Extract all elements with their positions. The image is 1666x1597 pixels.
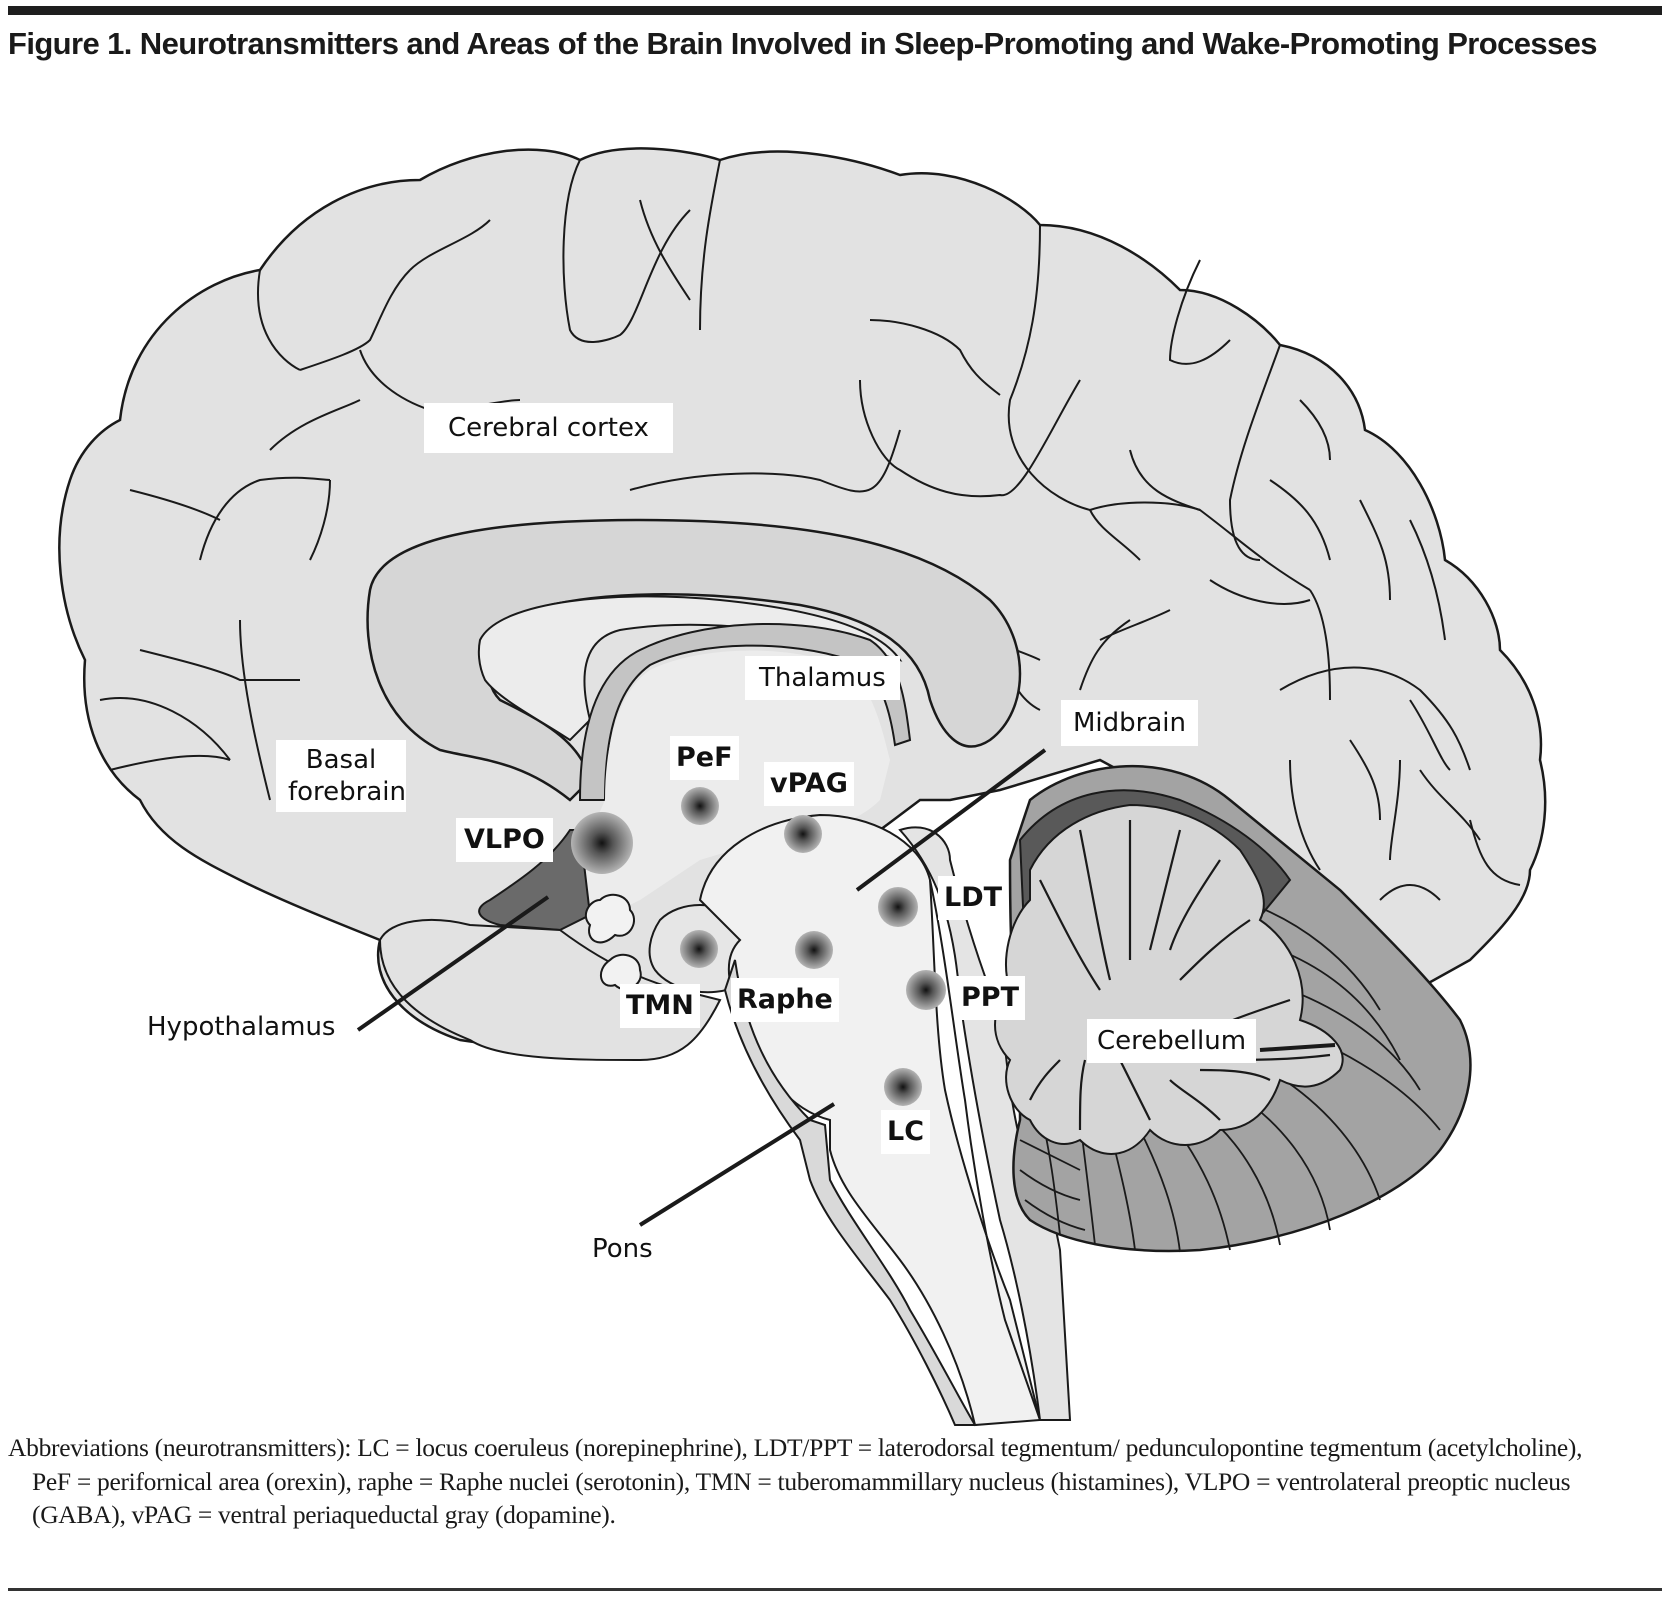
nucleus-dot-raphe	[795, 931, 833, 969]
sulci	[99, 159, 1521, 901]
nucleus-dot-lc	[884, 1068, 922, 1106]
label-lc: LC	[881, 1110, 931, 1154]
pointer-lines	[356, 748, 1336, 1227]
top-rule	[8, 6, 1662, 15]
hypothalamus-pointer	[356, 895, 550, 1032]
pons-pointer	[638, 1102, 836, 1227]
label-tmn: TMN	[620, 984, 700, 1028]
bottom-rule	[8, 1588, 1662, 1591]
label-pons: Pons	[592, 1234, 653, 1264]
label-cerebral-cortex: Cerebral cortex	[424, 403, 673, 453]
label-ppt: PPT	[955, 976, 1025, 1020]
arbor-vitae-branches	[1029, 819, 1331, 1131]
label-thalamus: Thalamus	[745, 656, 900, 700]
label-basal-forebrain-line2: forebrain	[288, 777, 407, 807]
nucleus-dot-pef	[681, 787, 719, 825]
label-midbrain: Midbrain	[1061, 700, 1198, 746]
fourth-ventricle-line	[929, 879, 1041, 1421]
label-pef: PeF	[670, 736, 739, 780]
abbreviations-footnote: Abbreviations (neurotransmitters): LC = …	[8, 1433, 1583, 1529]
nucleus-dot-vlpo	[571, 812, 633, 874]
label-basal-forebrain: Basal forebrain	[276, 740, 406, 812]
label-vpag: vPAG	[764, 762, 854, 806]
midbrain-pointer	[855, 748, 1047, 892]
nucleus-dot-ppt	[906, 970, 946, 1010]
cerebellum-pointer	[1259, 1043, 1336, 1052]
diencephalon	[570, 650, 890, 920]
figure-title: Figure 1. Neurotransmitters and Areas of…	[8, 26, 1598, 61]
label-vlpo: VLPO	[456, 818, 553, 862]
nucleus-dot-ldt	[878, 887, 918, 927]
label-hypothalamus: Hypothalamus	[147, 1012, 336, 1042]
optic-chiasm	[584, 893, 635, 944]
corpus-callosum	[366, 518, 1022, 802]
nucleus-dot-tmn	[680, 930, 718, 968]
label-cerebellum: Cerebellum	[1087, 1019, 1257, 1063]
label-ldt: LDT	[938, 876, 1009, 920]
nucleus-dot-vpag	[784, 815, 822, 853]
label-raphe: Raphe	[731, 978, 839, 1022]
nuclei-dots	[571, 787, 946, 1106]
fornix	[578, 622, 912, 801]
label-basal-forebrain-line1: Basal	[305, 745, 377, 775]
cerebellum-arbor-vitae	[994, 803, 1344, 1155]
